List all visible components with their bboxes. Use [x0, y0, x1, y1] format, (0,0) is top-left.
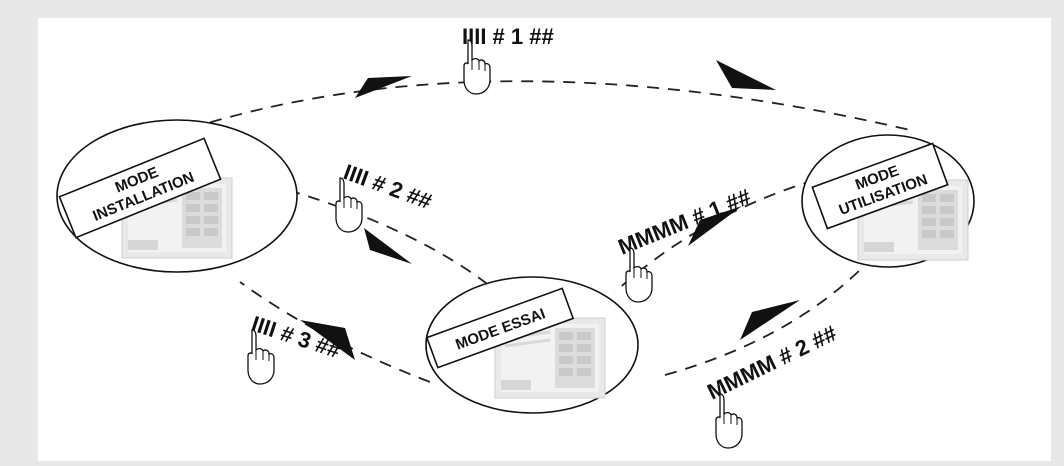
- sequence-util-to-essai: MMMM # 1 ##: [615, 184, 755, 260]
- path-install-to-essai: [287, 189, 496, 291]
- arrowhead-top-right: [716, 60, 776, 90]
- arrowhead-essai-to-install: [300, 320, 355, 360]
- arrowhead-top-left: [355, 76, 412, 98]
- mode-installation-node: MODE INSTALLATION: [56, 119, 298, 273]
- finger-press-icon: [715, 393, 743, 449]
- path-install-to-util: [169, 80, 911, 136]
- arrowhead-util-to-essai: [688, 206, 742, 246]
- mode-utilisation-node: MODE UTILISATION: [801, 134, 975, 268]
- mode-essai-node: MODE ESSAI: [425, 276, 639, 414]
- arrowhead-install-to-essai: [364, 228, 412, 264]
- finger-press-icon: [625, 247, 653, 303]
- sequence-install-to-util: IIII # 1 ##: [462, 24, 554, 49]
- path-essai-to-util: [664, 264, 866, 376]
- arrowhead-essai-to-util: [740, 300, 800, 340]
